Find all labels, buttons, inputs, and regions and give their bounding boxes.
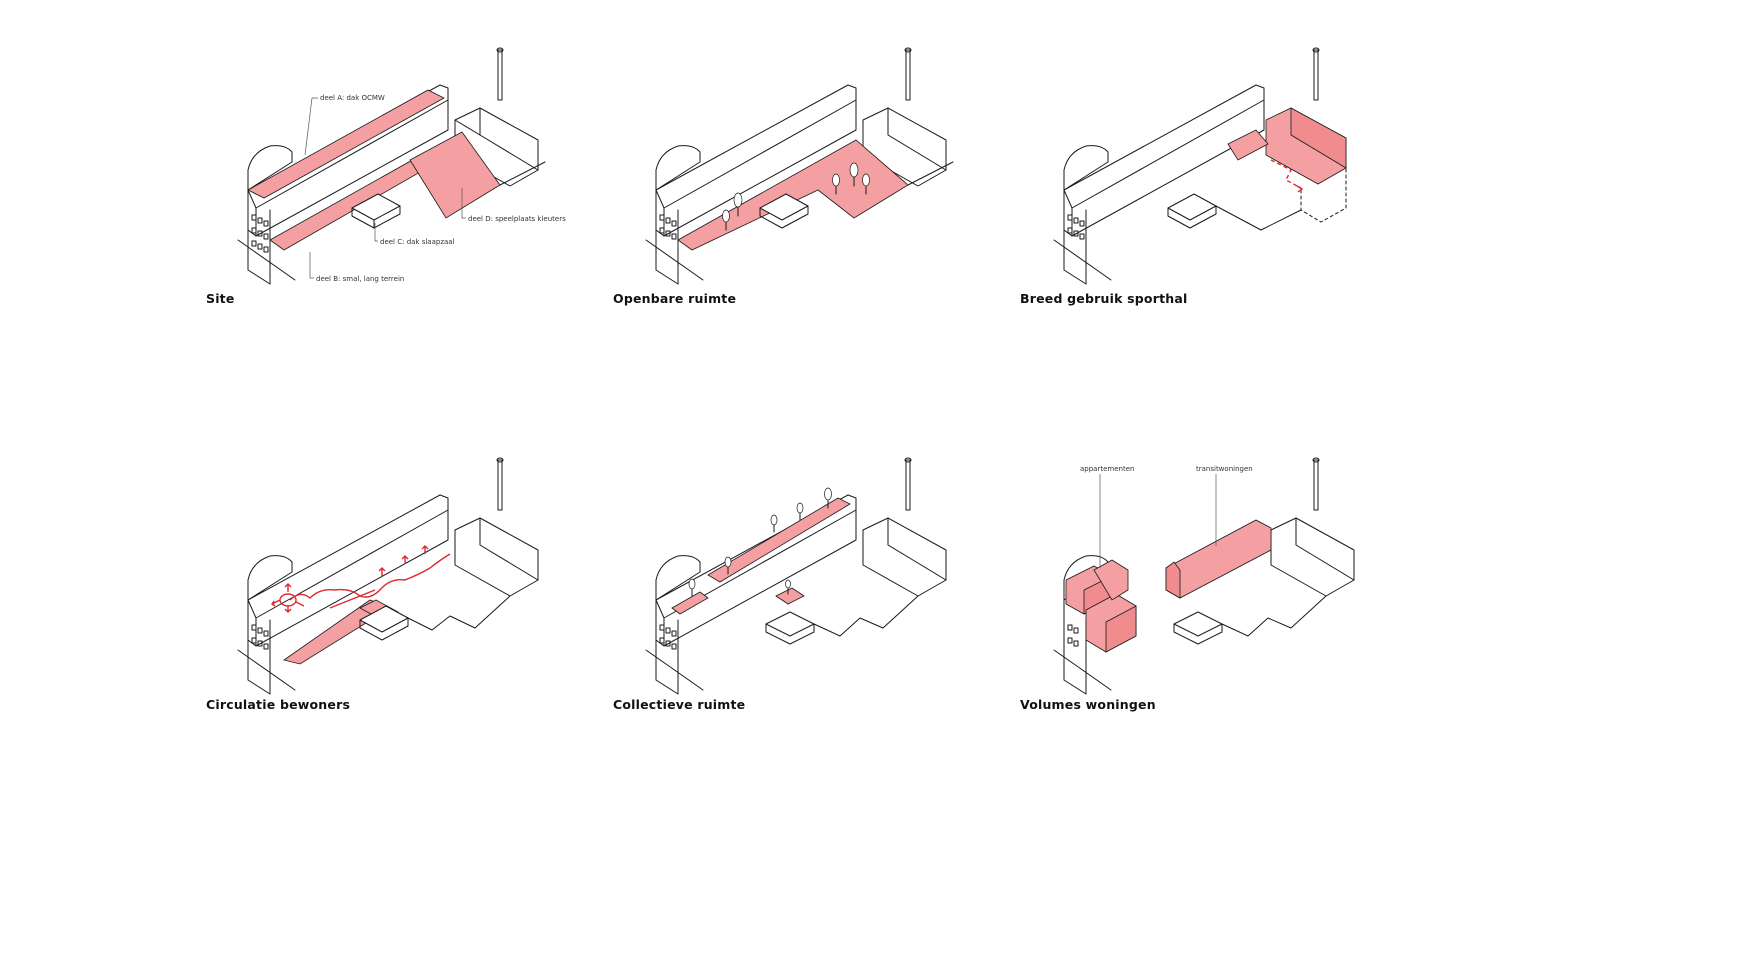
caption-collectieve-ruimte: Collectieve ruimte bbox=[613, 697, 746, 712]
roof-trees bbox=[688, 487, 832, 597]
caption-volumes-woningen: Volumes woningen bbox=[1020, 697, 1156, 712]
annotation-deel-d: deel D: speelplaats kleuters bbox=[468, 215, 566, 223]
annotation-deel-b: deel B: smal, lang terrein bbox=[316, 275, 404, 283]
trees bbox=[722, 162, 870, 231]
annotation-appartementen: appartementen bbox=[1080, 465, 1134, 473]
site-diagram: deel A: dak OCMW deel B: smal, lang terr… bbox=[237, 47, 566, 285]
circulation-route bbox=[271, 545, 451, 613]
appartementen-volumes bbox=[1065, 559, 1137, 653]
deel-a-roof bbox=[247, 89, 445, 199]
collectieve-ruimte-diagram bbox=[645, 457, 947, 695]
panel-breed-gebruik-sporthal: Breed gebruik sporthal bbox=[1016, 40, 1416, 370]
panel-collectieve-ruimte: Collectieve ruimte bbox=[608, 450, 1008, 780]
annotation-deel-a: deel A: dak OCMW bbox=[320, 94, 385, 102]
circulatie-diagram bbox=[237, 457, 539, 695]
openbare-ruimte-diagram bbox=[645, 47, 954, 285]
annotation-transitwoningen: transitwoningen bbox=[1196, 465, 1253, 473]
panel-site: deel A: dak OCMW deel B: smal, lang terr… bbox=[200, 40, 600, 370]
panel-volumes-woningen: appartementen transitwoningen Volumes wo… bbox=[1016, 450, 1416, 780]
transitwoningen-volume bbox=[1165, 519, 1272, 599]
sporthal-diagram bbox=[1053, 47, 1347, 285]
caption-site: Site bbox=[206, 291, 235, 306]
volumes-woningen-diagram: appartementen transitwoningen bbox=[1053, 457, 1355, 695]
collective-roof bbox=[707, 497, 851, 583]
panel-circulatie-bewoners: Circulatie bewoners bbox=[200, 450, 600, 780]
caption-openbare-ruimte: Openbare ruimte bbox=[613, 291, 737, 306]
public-space-area bbox=[677, 139, 909, 251]
caption-circulatie-bewoners: Circulatie bewoners bbox=[206, 697, 351, 712]
panel-openbare-ruimte: Openbare ruimte bbox=[608, 40, 1008, 370]
caption-breed-gebruik-sporthal: Breed gebruik sporthal bbox=[1020, 291, 1188, 306]
annotation-deel-c: deel C: dak slaapzaal bbox=[380, 238, 455, 246]
